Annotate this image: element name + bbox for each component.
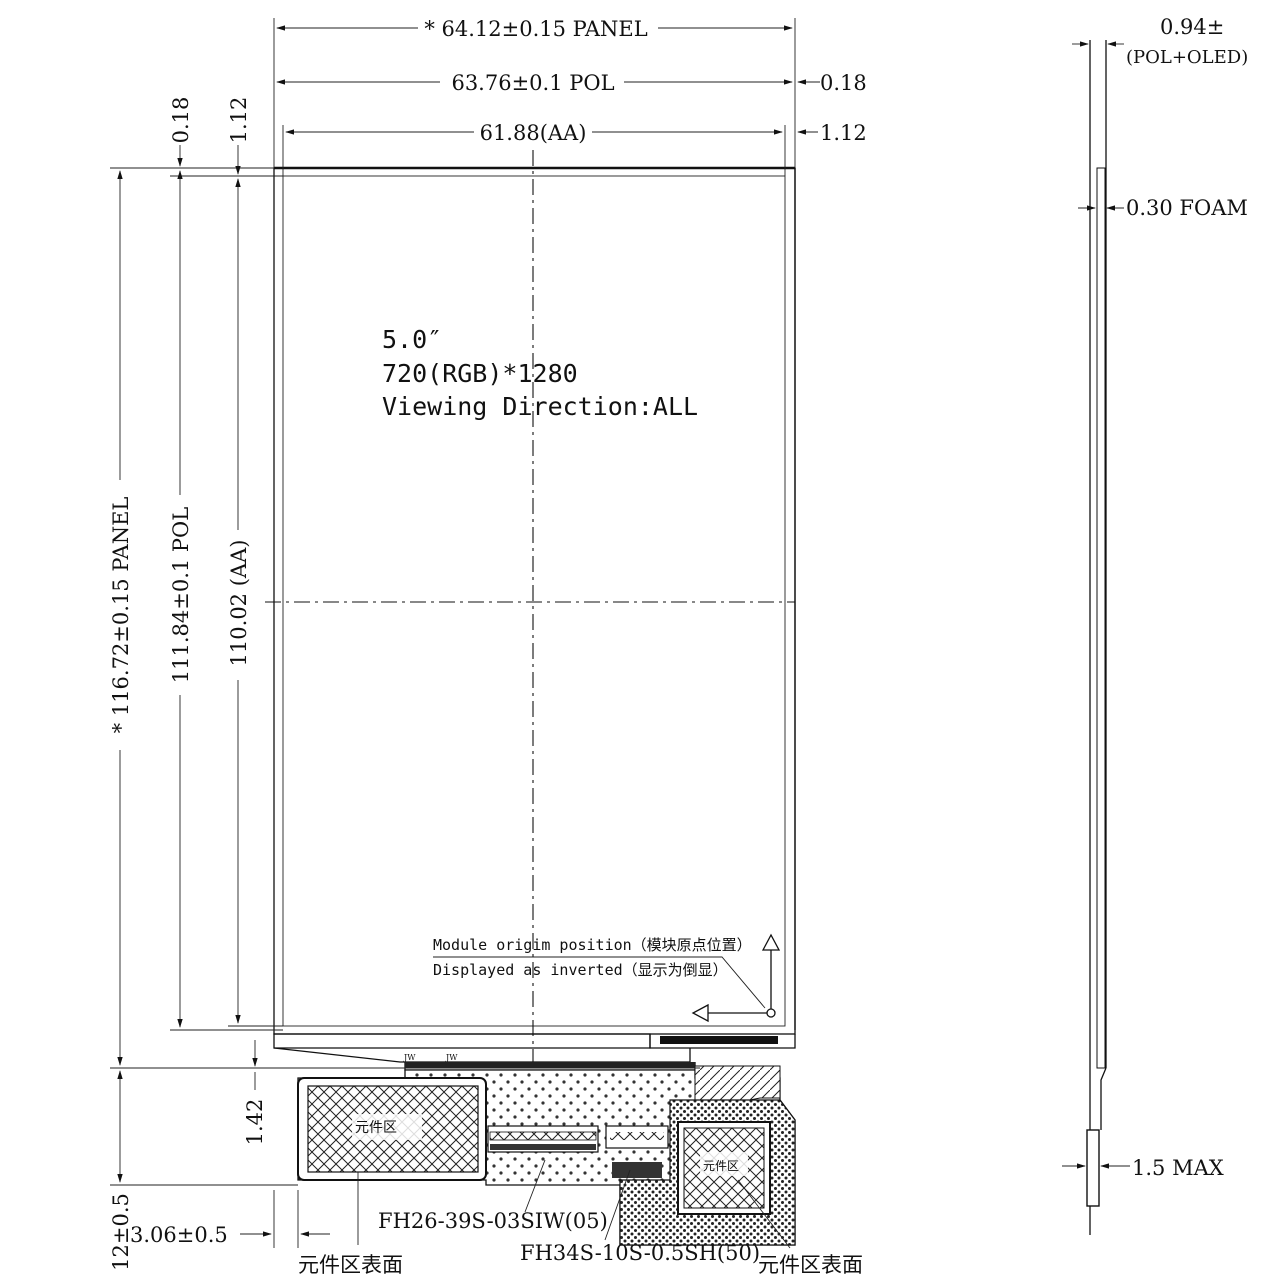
dim-top-gap-aa: 1.12 — [227, 97, 251, 144]
svg-text:JW: JW — [403, 1053, 416, 1062]
component-area-right-label: 元件区 — [703, 1159, 739, 1173]
dim-fpc-offset-h: 3.06±0.5 — [130, 1223, 228, 1247]
panel-outline — [273, 167, 796, 1035]
side-thickness: 0.94± — [1160, 15, 1224, 39]
side-foam: 0.30 FOAM — [1126, 196, 1248, 220]
dim-panel-width: * 64.12±0.15 PANEL — [424, 17, 647, 41]
leader-lines — [357, 1159, 791, 1249]
stiffener — [1086, 1129, 1100, 1207]
origin-marker — [433, 933, 781, 1023]
dim-pol-height: 111.84±0.1 POL — [169, 507, 193, 683]
dim-bottom-offset: 1.42 — [243, 1099, 267, 1146]
dim-right-gap-aa: 1.12 — [820, 121, 867, 145]
svg-text:JW: JW — [445, 1053, 458, 1062]
component-surface-left-label: 元件区表面 — [298, 1253, 403, 1277]
side-view — [1062, 40, 1130, 1235]
dim-aa-height: 110.02 (AA) — [227, 540, 251, 667]
side-stiffener: 1.5 MAX — [1132, 1156, 1224, 1180]
side-thickness-note: (POL+OLED) — [1126, 47, 1248, 68]
display-viewing-direction: Viewing Direction:ALL — [382, 392, 698, 421]
origin-note-line2: Displayed as inverted（显示为倒显） — [433, 961, 728, 979]
dim-pol-width: 63.76±0.1 POL — [451, 71, 614, 95]
dim-aa-width: 61.88(AA) — [480, 121, 587, 145]
origin-note-line1: Module origim position（模块原点位置） — [433, 936, 752, 954]
display-resolution: 720(RGB)*1280 — [382, 359, 578, 388]
dim-top-gap-pol: 0.18 — [169, 97, 193, 144]
aa-outline — [282, 175, 786, 1027]
component-area-left-label: 元件区 — [355, 1120, 397, 1136]
connector-main-label: FH26-39S-03SIW(05) — [378, 1209, 608, 1233]
dim-right-gap-pol: 0.18 — [820, 71, 867, 95]
connector-secondary-label: FH34S-10S-0.5SH(50) — [520, 1241, 760, 1265]
fpc-assembly: JW JW — [273, 1033, 796, 1246]
component-surface-right-label: 元件区表面 — [758, 1253, 863, 1277]
panel-outline-group — [265, 150, 796, 1100]
display-size: 5.0″ — [382, 325, 442, 354]
dim-panel-height: * 116.72±0.15 PANEL — [109, 497, 133, 734]
